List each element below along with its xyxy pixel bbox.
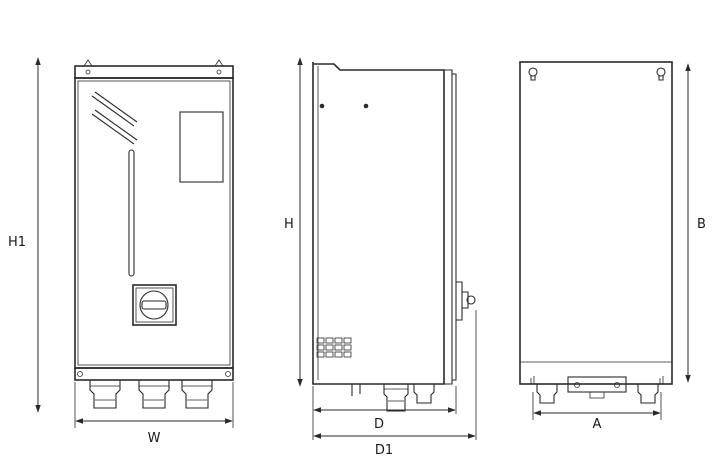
front-top-bracket <box>74 65 234 79</box>
dim-label-a: A <box>593 417 602 432</box>
back-view: A B <box>519 61 706 432</box>
dim-label-d: D <box>374 417 384 432</box>
back-panel <box>519 61 673 385</box>
front-view: W H1 <box>8 57 234 446</box>
dim-label-h1: H1 <box>8 235 26 250</box>
side-cable-gland <box>383 383 409 412</box>
side-vent-grille <box>316 337 352 358</box>
front-cable-glands <box>89 379 213 409</box>
disconnect-switch <box>132 284 177 326</box>
keyhole-slot <box>528 67 666 81</box>
dim-label-b: B <box>697 217 706 232</box>
dim-label-w: W <box>148 431 161 446</box>
dim-label-h: H <box>284 217 294 232</box>
side-body <box>312 62 445 385</box>
back-mount-plate <box>567 376 627 393</box>
side-view: H D D1 <box>284 57 477 458</box>
side-switch-handle <box>456 281 469 321</box>
dim-label-d1: D1 <box>375 443 393 458</box>
side-screw <box>319 103 325 109</box>
front-light-strip <box>128 149 135 277</box>
front-display-window <box>179 111 224 183</box>
front-vent-slot <box>91 91 138 127</box>
